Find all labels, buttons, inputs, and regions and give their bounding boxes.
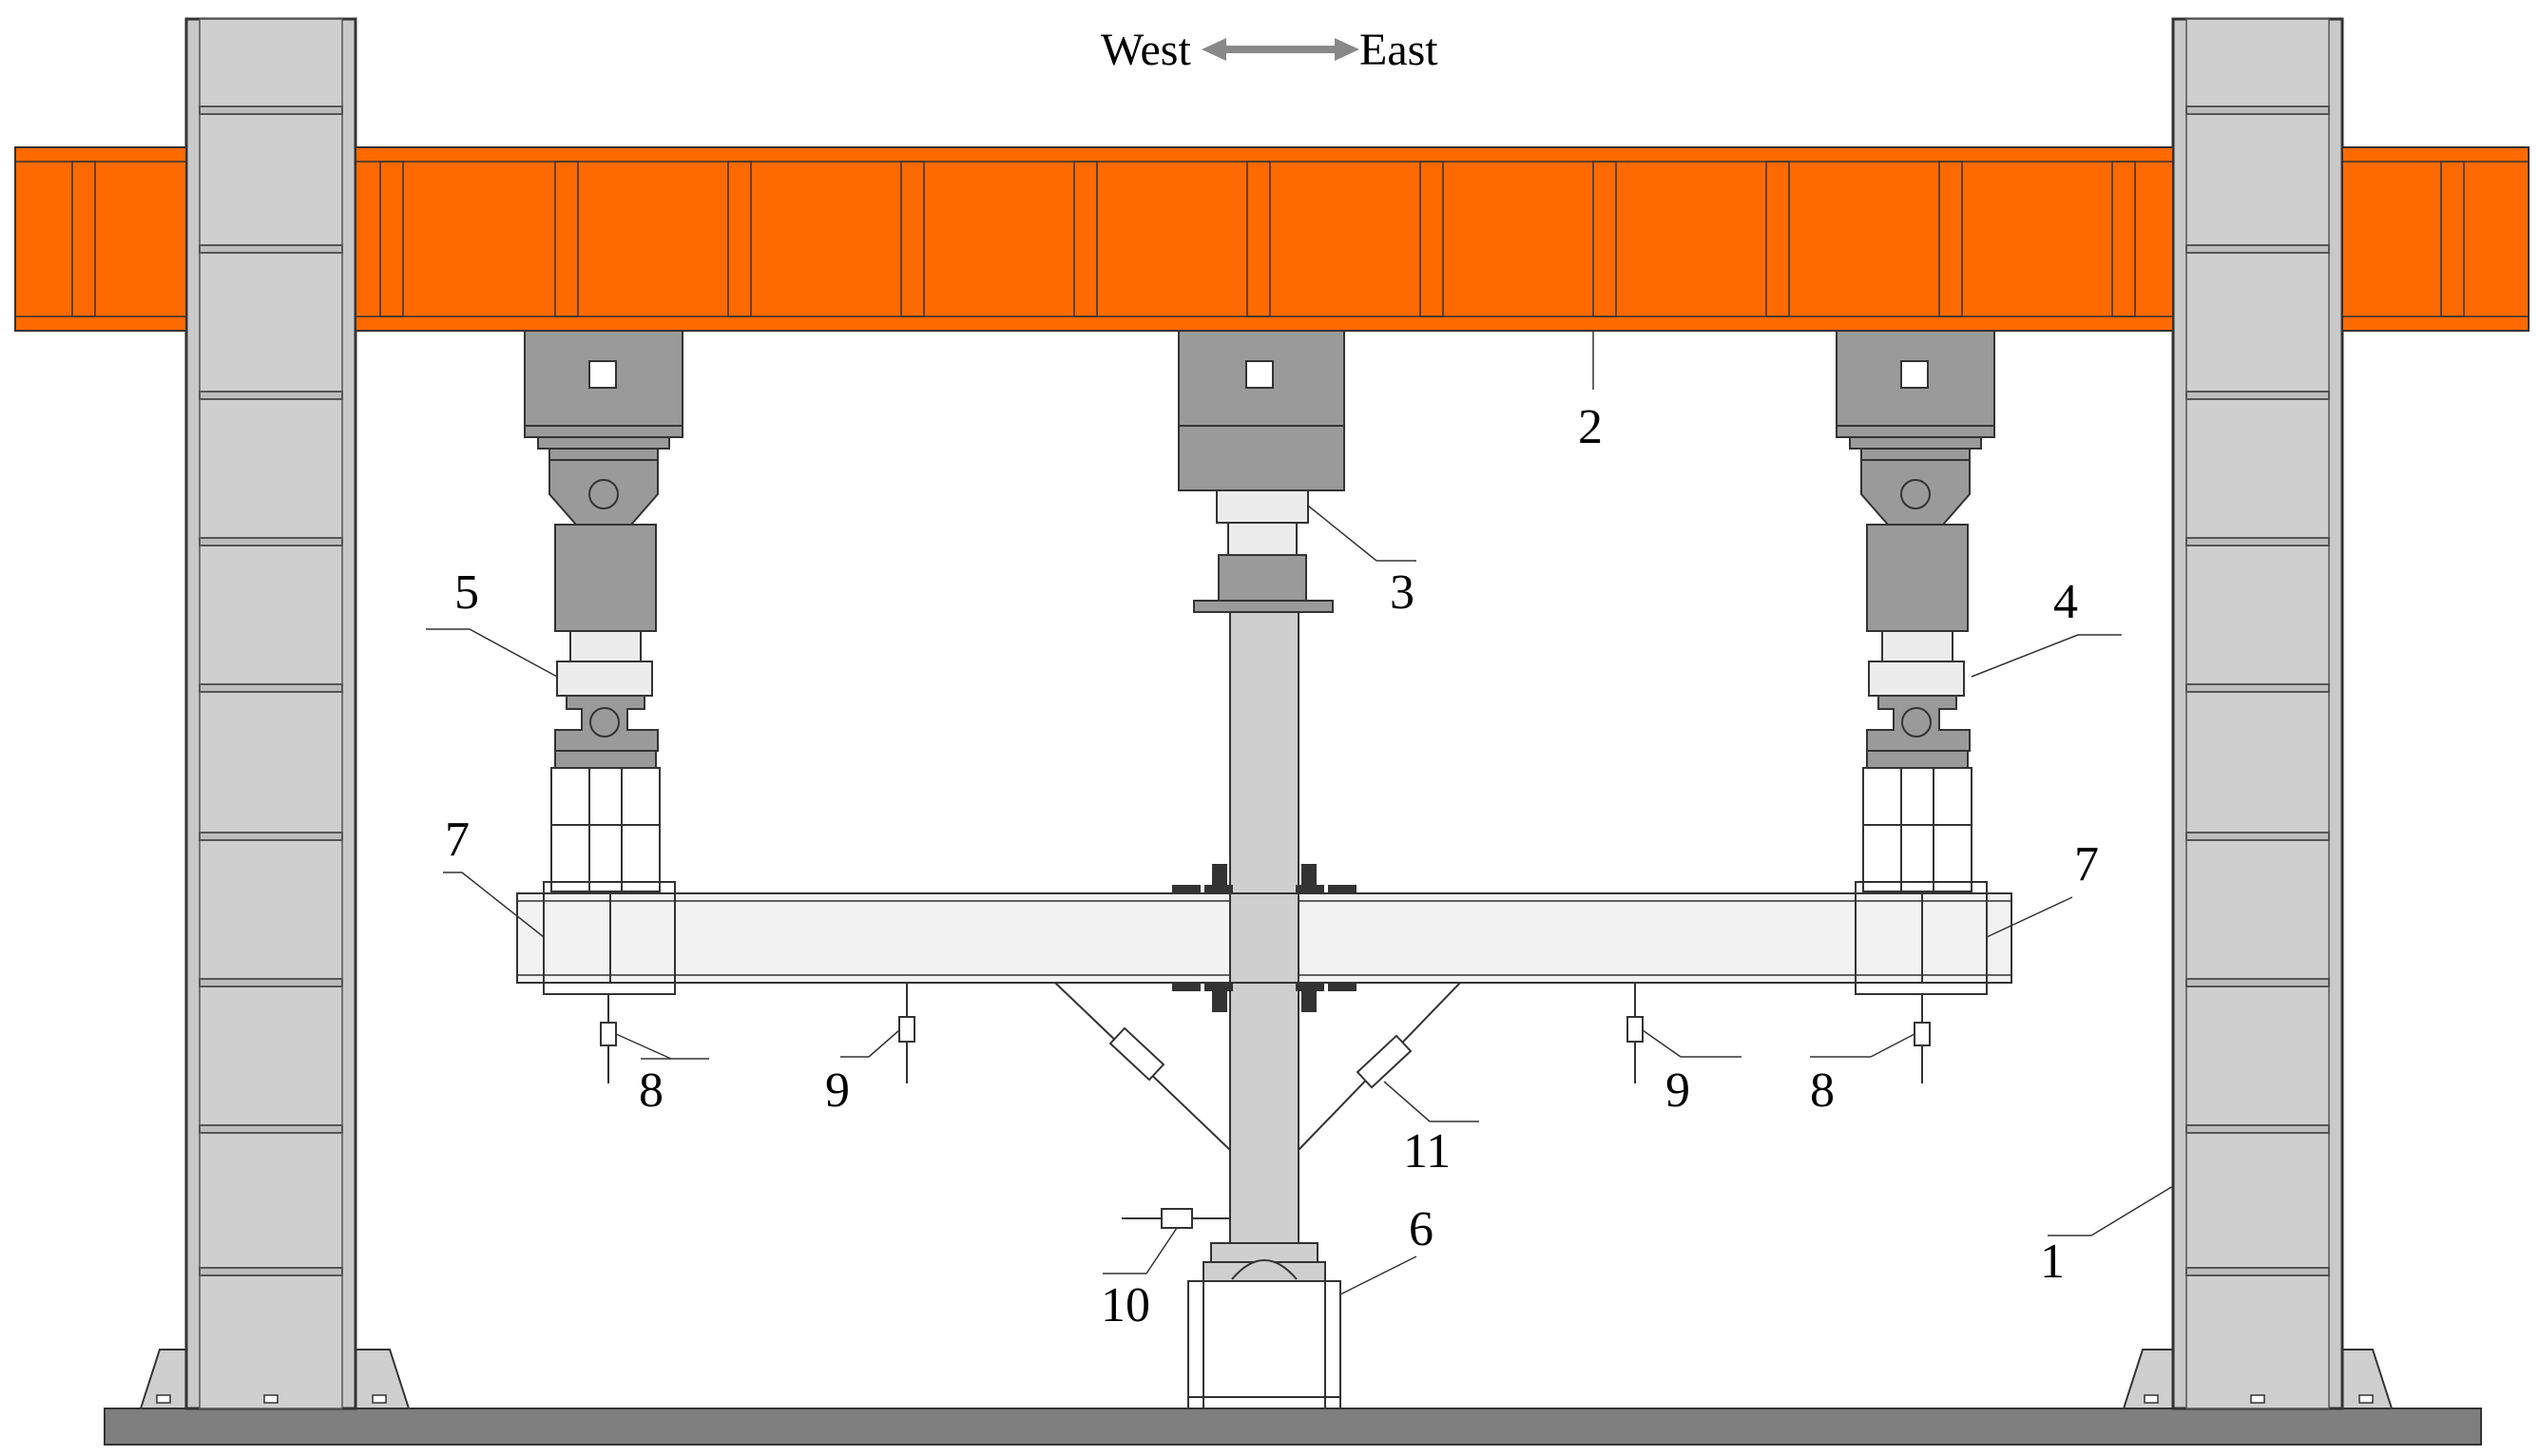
displacement-transducers <box>600 983 1931 1229</box>
label-4: 4 <box>2053 575 2078 629</box>
label-5: 5 <box>454 565 479 620</box>
actuator-right <box>1836 330 1995 892</box>
label-10: 10 <box>1101 1278 1150 1332</box>
reaction-column-right <box>2122 17 2394 1410</box>
label-6: 6 <box>1409 1202 1434 1256</box>
actuator-left <box>524 330 683 892</box>
label-8-right: 8 <box>1810 1063 1835 1118</box>
floor-slab <box>104 1408 2482 1446</box>
reaction-column-left <box>139 17 411 1410</box>
leader-lines <box>426 331 2174 1295</box>
beam-specimen <box>516 864 2012 1012</box>
label-3: 3 <box>1390 565 1414 620</box>
diagonal-braces <box>1054 982 1461 1151</box>
actuator-center <box>1178 330 1345 613</box>
west-label: West <box>1101 25 1191 75</box>
label-8-left: 8 <box>639 1063 664 1118</box>
reaction-beam <box>14 146 2530 332</box>
label-1: 1 <box>2040 1235 2065 1289</box>
label-9-right: 9 <box>1665 1063 1690 1118</box>
label-11: 11 <box>1403 1124 1451 1178</box>
hinge-base <box>1187 1242 1341 1409</box>
label-9-left: 9 <box>825 1063 850 1118</box>
label-7-left: 7 <box>445 813 470 867</box>
direction-indicator: West East <box>1101 25 1438 75</box>
east-label: East <box>1359 25 1438 75</box>
label-7-right: 7 <box>2074 837 2099 891</box>
component-labels: 1 2 3 4 5 6 7 7 8 8 9 9 10 11 <box>445 400 2099 1332</box>
label-2: 2 <box>1578 400 1603 454</box>
